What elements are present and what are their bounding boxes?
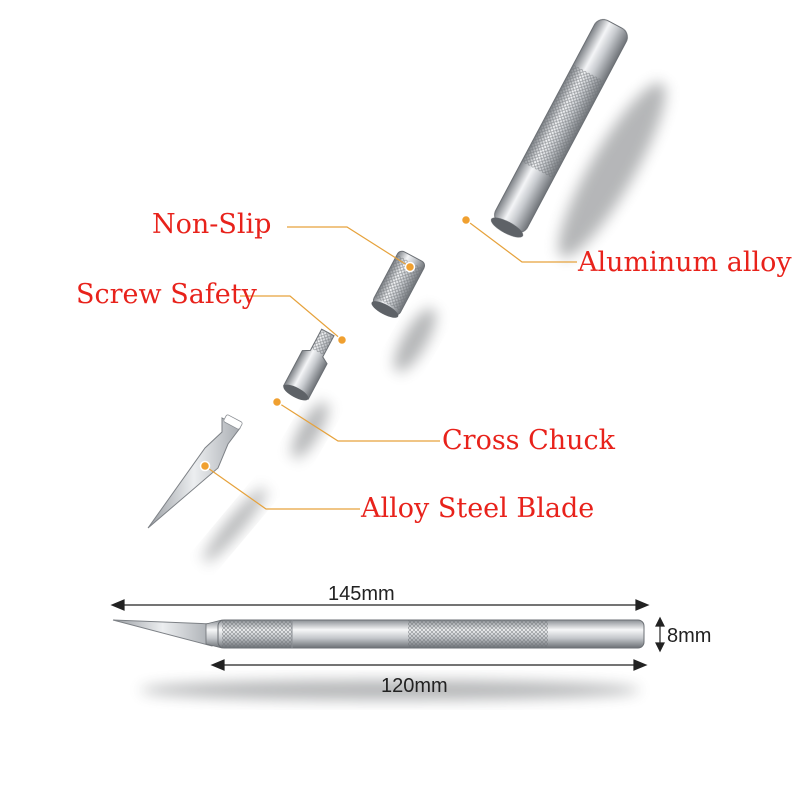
- dot-non-slip: [404, 261, 416, 273]
- dim-total-length: 145mm: [328, 583, 395, 605]
- assembled-knife: [112, 619, 645, 649]
- label-screw-safety: Screw Safety: [76, 279, 258, 310]
- dot-aluminum: [460, 214, 472, 226]
- label-cross-chuck: Cross Chuck: [442, 425, 616, 456]
- blade-shadow: [203, 487, 267, 563]
- assembled-shadow: [140, 680, 640, 700]
- leader-non-slip: [287, 226, 411, 268]
- handle-shadow: [558, 82, 666, 258]
- leader-blade: [204, 465, 360, 510]
- dot-blade: [199, 460, 211, 472]
- chuck-shadow: [291, 401, 329, 459]
- non-slip-sleeve-part: [371, 250, 426, 318]
- sleeve-shadow: [394, 308, 436, 372]
- dimension-diameter: [655, 616, 665, 653]
- dot-screw-safety: [336, 334, 348, 346]
- dim-handle-length: 120mm: [381, 675, 448, 697]
- leader-lines: [204, 219, 577, 510]
- cross-chuck-part: [282, 328, 335, 401]
- dimension-total: [110, 599, 650, 611]
- leader-screw-safety: [240, 295, 343, 341]
- leader-aluminum: [465, 219, 577, 263]
- label-non-slip: Non-Slip: [152, 209, 271, 240]
- marker-dots: [199, 214, 472, 472]
- handle-part: [490, 19, 628, 238]
- label-aluminum-alloy: Aluminum alloy: [577, 247, 792, 278]
- leader-cross-chuck: [276, 401, 440, 442]
- blade-part: [147, 414, 243, 529]
- dimension-handle: [210, 659, 648, 671]
- shadow-layer: [140, 82, 666, 700]
- dim-diameter: 8mm: [667, 625, 711, 647]
- label-alloy-steel-blade: Alloy Steel Blade: [360, 493, 594, 524]
- dot-cross-chuck: [271, 396, 283, 408]
